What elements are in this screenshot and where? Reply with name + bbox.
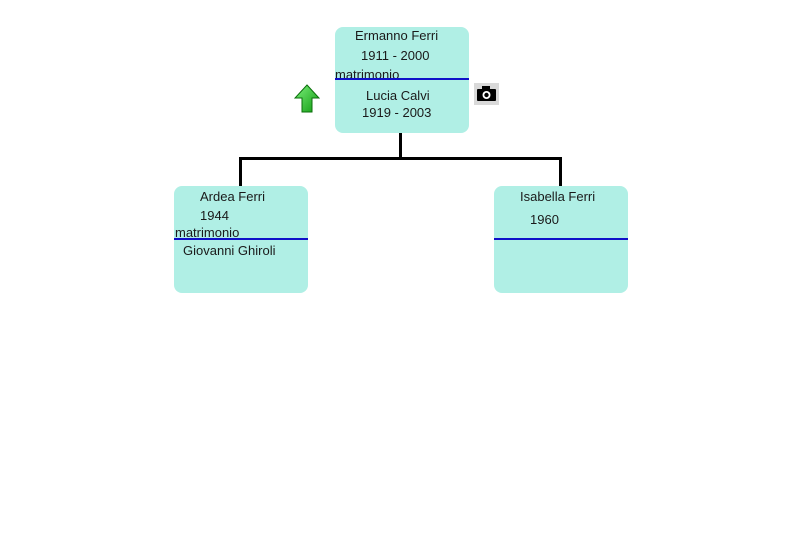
- child-name[interactable]: Isabella Ferri: [520, 189, 596, 204]
- connector-right-child: [559, 157, 562, 187]
- child-relation-label: matrimonio: [175, 225, 240, 240]
- child-divider: [494, 238, 628, 240]
- camera-icon[interactable]: [474, 83, 499, 105]
- connector-left-child: [239, 157, 242, 187]
- father-years: 1911 - 2000: [361, 48, 430, 63]
- connector-horizontal: [239, 157, 562, 160]
- child-divider: [174, 238, 308, 240]
- child-years: 1960: [530, 212, 559, 227]
- connector-parent-down: [399, 132, 402, 159]
- child-years: 1944: [200, 208, 229, 223]
- green-up-arrow-icon[interactable]: [293, 84, 321, 114]
- child-name[interactable]: Ardea Ferri: [200, 189, 266, 204]
- father-name[interactable]: Ermanno Ferri: [355, 28, 439, 43]
- parents-node[interactable]: [335, 27, 469, 133]
- mother-name[interactable]: Lucia Calvi: [366, 88, 430, 103]
- child-spouse-name[interactable]: Giovanni Ghiroli: [183, 243, 276, 258]
- parents-divider: [335, 78, 469, 80]
- mother-years: 1919 - 2003: [362, 105, 432, 120]
